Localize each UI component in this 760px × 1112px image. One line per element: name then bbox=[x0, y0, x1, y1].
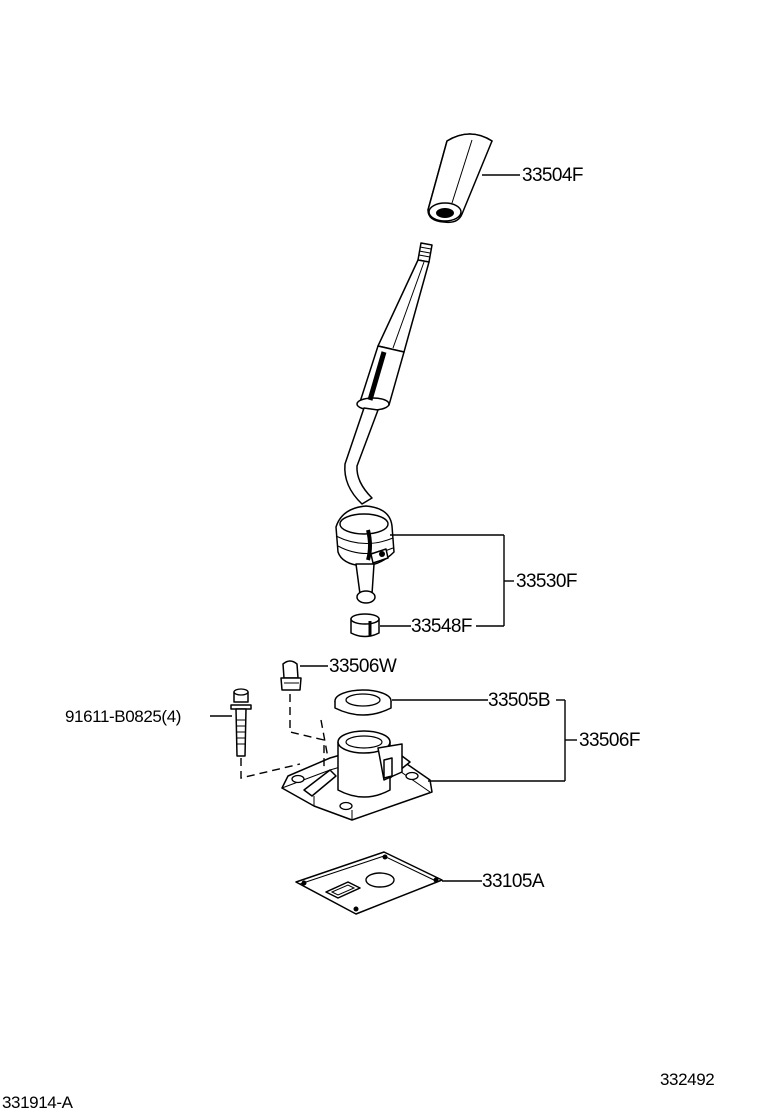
figure-code: 331914-A bbox=[2, 1093, 74, 1112]
shift-knob-drawing bbox=[427, 133, 493, 224]
label-lever-assy: 33530F bbox=[516, 571, 577, 592]
dashed-guides bbox=[240, 694, 329, 779]
seat-ring-drawing bbox=[334, 689, 392, 716]
leader-lines bbox=[210, 174, 577, 882]
label-bushing: 33548F bbox=[411, 616, 472, 637]
retainer-housing-drawing bbox=[281, 730, 433, 821]
label-bolt: 91611-B0825(4) bbox=[65, 707, 181, 726]
bushing-drawing bbox=[350, 613, 380, 638]
label-retainer-assy: 33506F bbox=[579, 730, 640, 751]
label-seat: 33505B bbox=[488, 690, 550, 711]
label-shift-knob: 33504F bbox=[522, 165, 583, 186]
breather-plug-drawing bbox=[280, 660, 302, 691]
label-cover: 33105A bbox=[482, 871, 545, 892]
cover-plate-drawing bbox=[295, 851, 443, 915]
shift-lever-drawing bbox=[335, 242, 433, 604]
label-breather-plug: 33506W bbox=[329, 656, 397, 677]
illustration-number: 332492 bbox=[660, 1070, 714, 1089]
bolt-drawing bbox=[230, 688, 252, 757]
